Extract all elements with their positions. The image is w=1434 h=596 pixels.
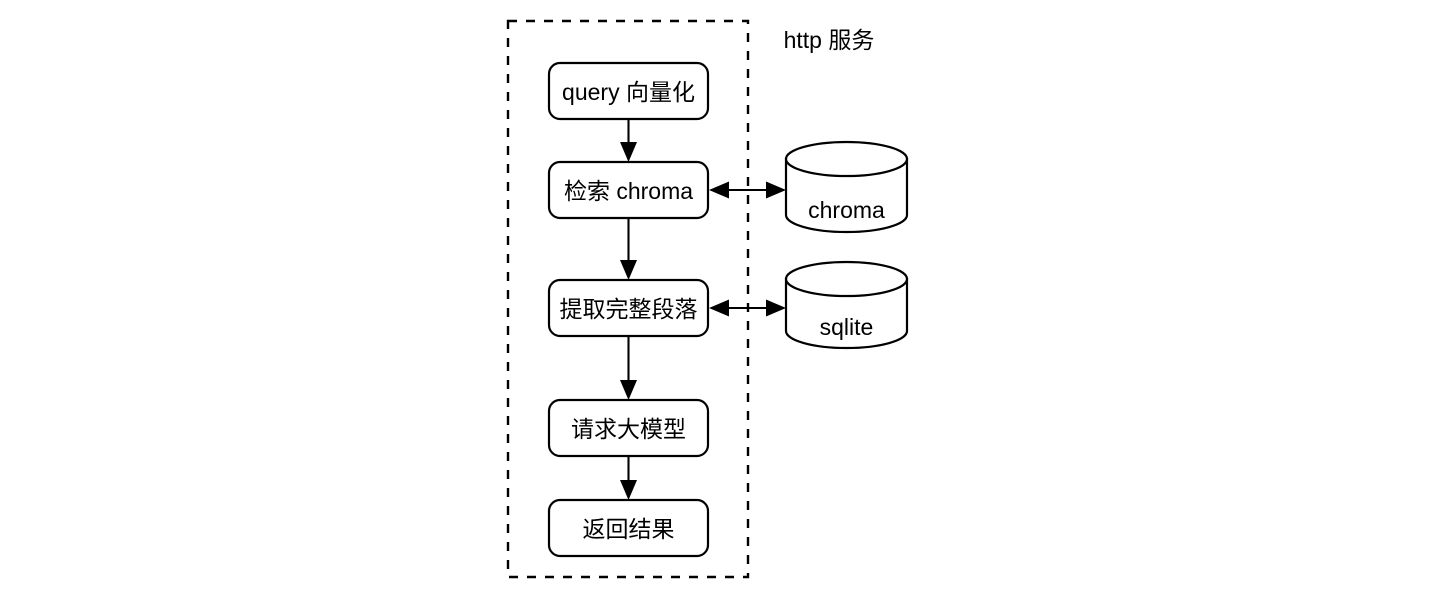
arrow-head-icon [709,181,729,199]
node-query-vectorize-label: query 向量化 [562,79,695,105]
node-query-vectorize[interactable]: query 向量化 [547,61,710,121]
arrow-head-icon [620,480,637,500]
datastore-chroma-label: chroma [808,197,885,223]
node-request-llm[interactable]: 请求大模型 [547,398,710,458]
datastore-sqlite[interactable]: sqlite [784,260,909,350]
datastore-sqlite-top[interactable] [784,260,909,298]
node-request-llm-shape[interactable] [547,398,710,458]
datastore-sqlite-label: sqlite [820,314,874,340]
arrow-head-icon [709,299,729,317]
edge-extract-to-llm [620,336,637,400]
node-return-result-label: 返回结果 [583,516,675,542]
node-search-chroma-label: 检索 chroma [564,178,693,204]
node-search-chroma[interactable]: 检索 chroma [547,160,710,220]
datastore-chroma[interactable]: chroma [784,140,909,234]
datastore-chroma-top[interactable] [784,140,909,178]
http-service-label: http 服务 [784,27,875,53]
datastore-chroma-body[interactable] [784,157,909,234]
http-service-boundary [506,19,750,579]
arrow-head-icon [620,142,637,162]
arrow-head-icon [766,181,786,199]
datastore-sqlite-body[interactable] [784,277,909,350]
node-request-llm-label: 请求大模型 [571,416,686,442]
arrow-head-icon [620,260,637,280]
node-search-chroma-shape[interactable] [547,160,710,220]
node-query-vectorize-shape[interactable] [547,61,710,121]
edge-chroma-search-to-chroma-store [709,181,786,199]
node-extract-paragraph[interactable]: 提取完整段落 [547,278,710,338]
arrow-head-icon [620,380,637,400]
node-extract-paragraph-label: 提取完整段落 [560,296,698,322]
edge-extract-to-sqlite-store [709,299,786,317]
node-return-result[interactable]: 返回结果 [547,498,710,558]
node-return-result-shape[interactable] [547,498,710,558]
node-extract-paragraph-shape[interactable] [547,278,710,338]
edge-chroma-search-to-extract [620,218,637,280]
arrow-head-icon [766,299,786,317]
edge-llm-to-result [620,456,637,500]
edge-query-to-chroma-search [620,119,637,162]
